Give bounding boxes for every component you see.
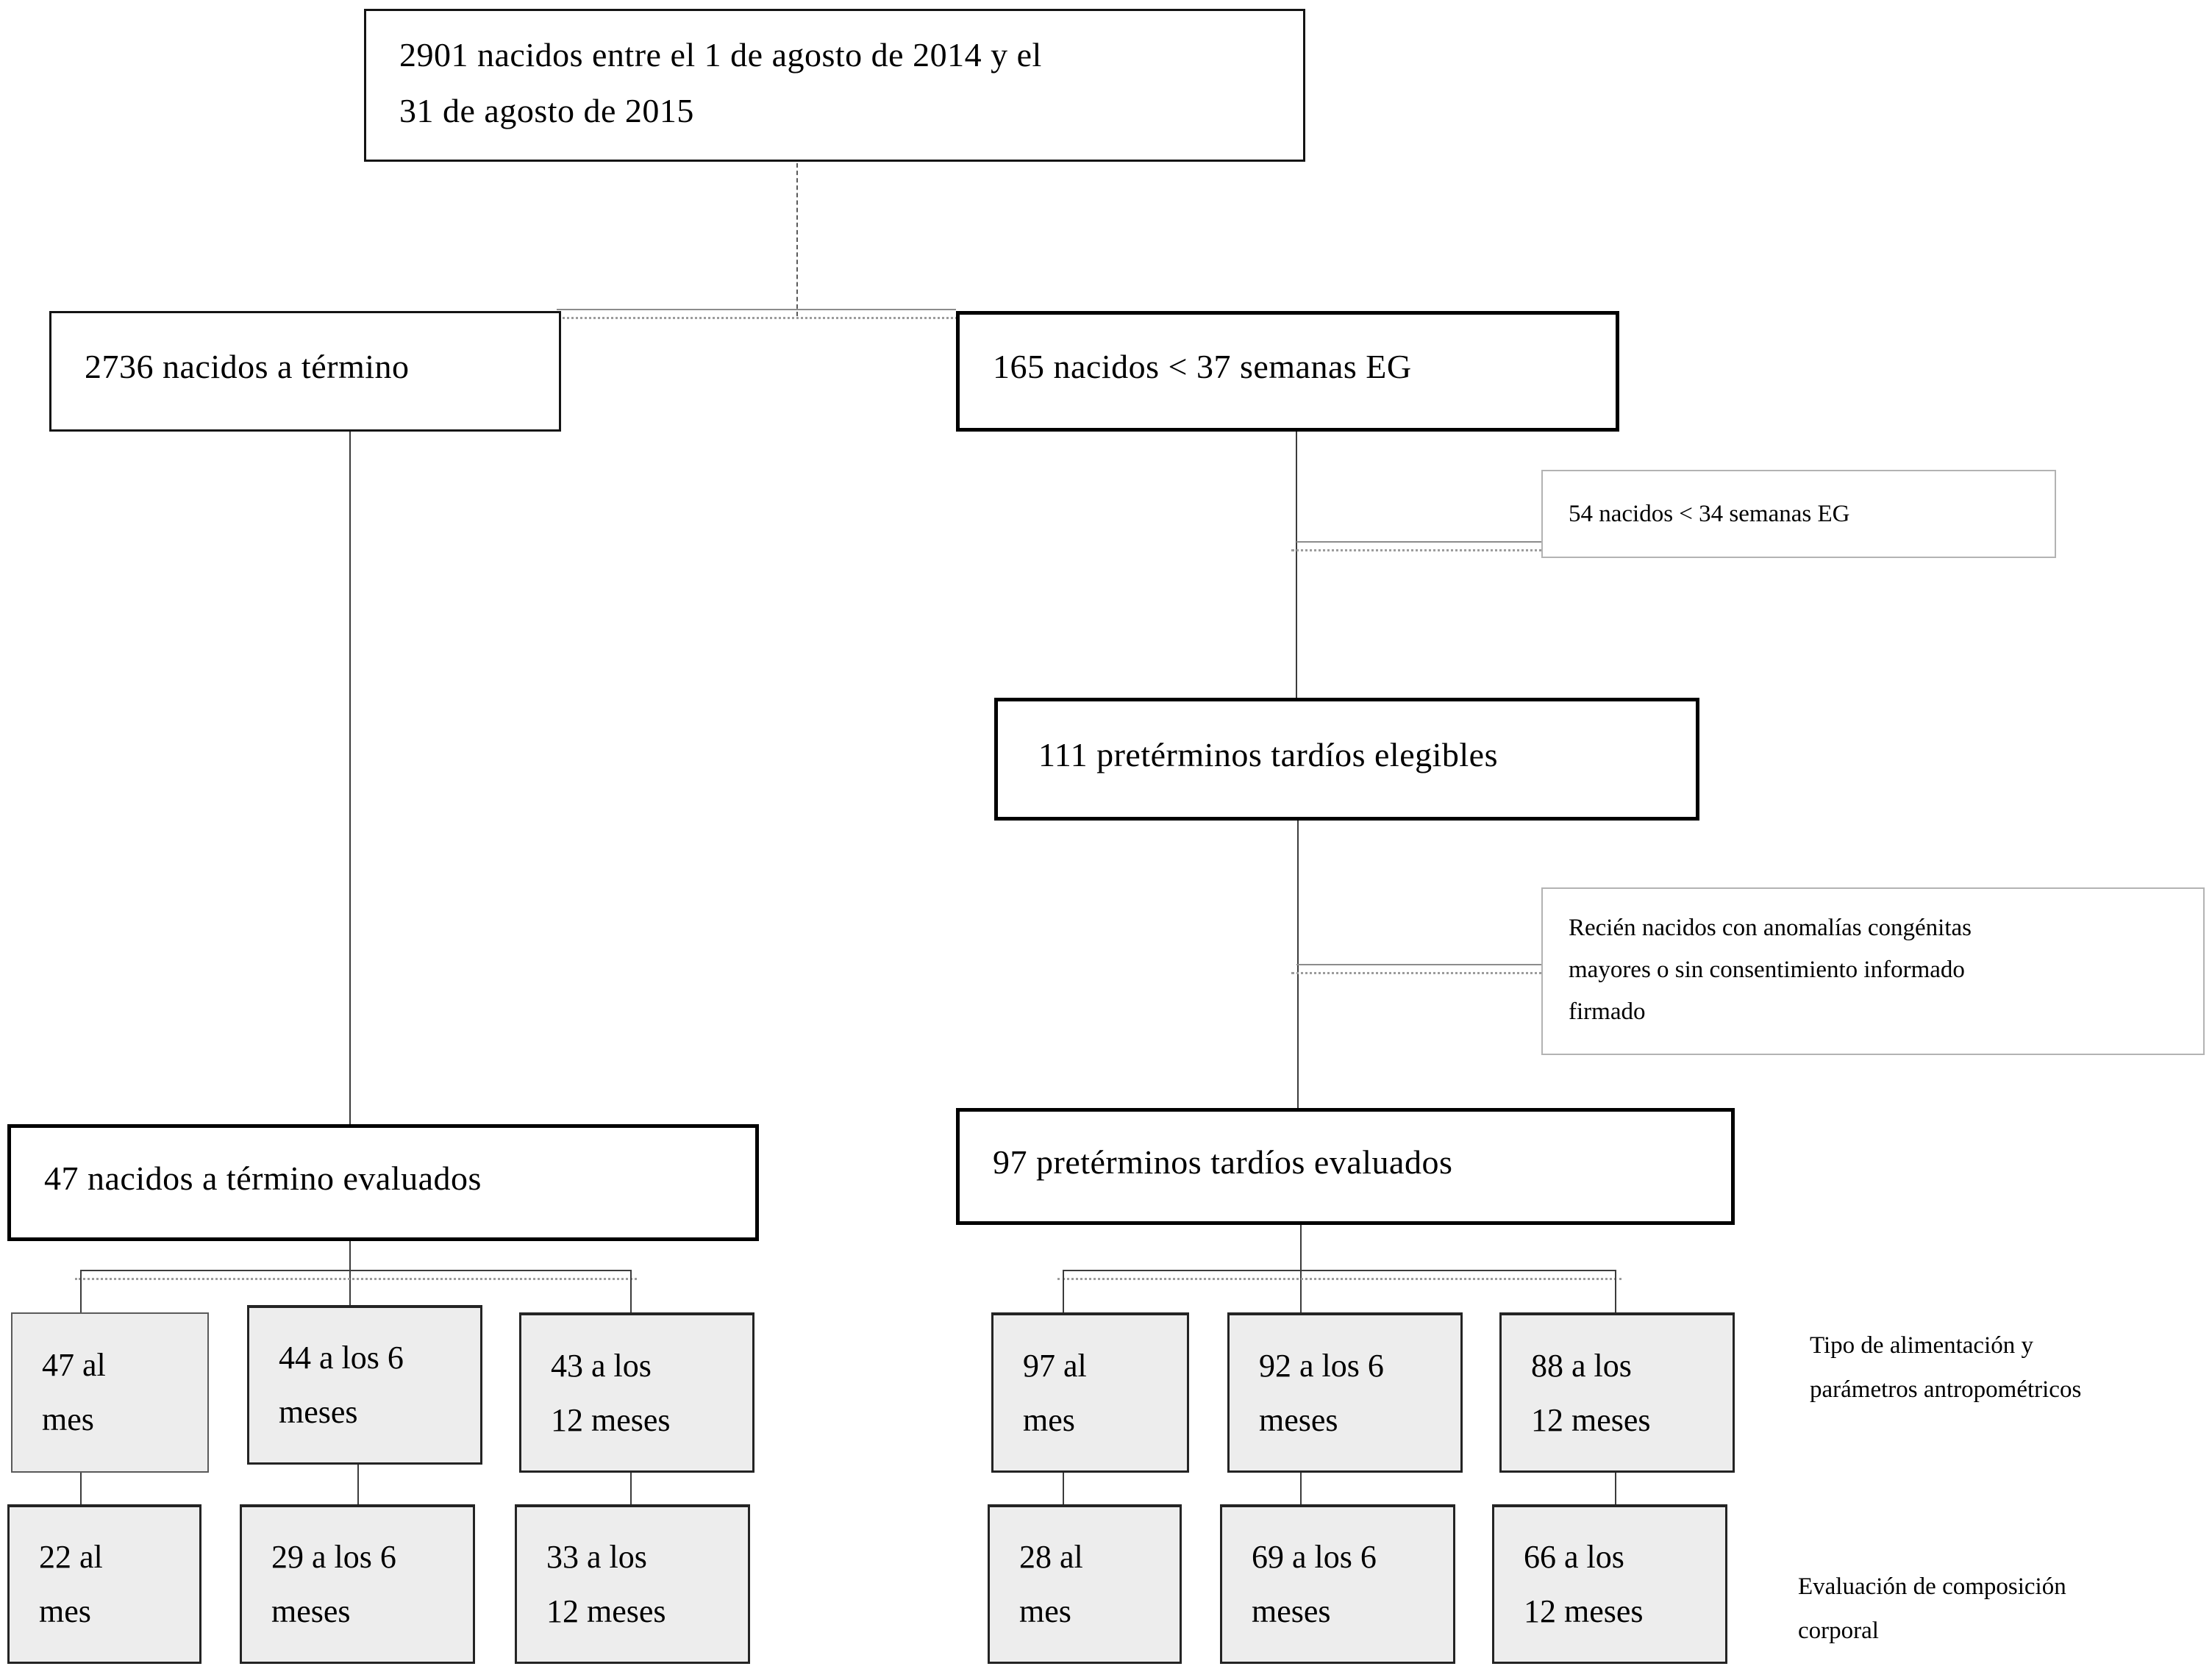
- box-preterm-bodycomp-12mo: 66 a los 12 meses: [1492, 1504, 1727, 1664]
- box-excluded-lt34: 54 nacidos < 34 semanas EG: [1541, 470, 2056, 558]
- connector-preterm-eligible-vline: [1296, 432, 1297, 698]
- connector-excluded-anomalies-hline: [1296, 964, 1543, 965]
- box-term-bodycomp-1mo-line1: 22 al: [39, 1539, 103, 1575]
- bracket-term-hline-dotted: [75, 1278, 637, 1280]
- box-term-anthro-12mo: 43 a los 12 meses: [519, 1312, 754, 1473]
- box-preterm-anthro-6mo-line1: 92 a los 6: [1259, 1347, 1384, 1384]
- box-excluded-anomalies-line1: Recién nacidos con anomalías congénitas: [1569, 915, 1972, 941]
- bracket-preterm-left-drop: [1063, 1270, 1064, 1312]
- connector-split-hline-dotted: [549, 317, 984, 319]
- box-preterm-births-label: 165 nacidos < 37 semanas EG: [993, 348, 1412, 385]
- bracket-term-center-stub: [349, 1241, 351, 1309]
- annotation-anthropometrics-line1: Tipo de alimentación y: [1810, 1332, 2033, 1359]
- box-term-evaluated: 47 nacidos a término evaluados: [7, 1124, 759, 1241]
- box-term-bodycomp-1mo-line2: mes: [39, 1593, 91, 1629]
- box-preterm-evaluated: 97 pretérminos tardíos evaluados: [956, 1108, 1735, 1225]
- box-preterm-evaluated-label: 97 pretérminos tardíos evaluados: [993, 1143, 1453, 1181]
- box-total-births-line2: 31 de agosto de 2015: [399, 92, 694, 129]
- box-preterm-bodycomp-12mo-line1: 66 a los: [1524, 1539, 1624, 1575]
- connector-excluded-lt34-hline: [1296, 541, 1543, 543]
- bracket-term-hline: [81, 1270, 631, 1271]
- bracket-preterm-right-drop: [1615, 1270, 1616, 1312]
- box-excluded-anomalies-line2: mayores o sin consentimiento informado: [1569, 957, 1965, 983]
- box-preterm-anthro-1mo-line2: mes: [1023, 1401, 1075, 1438]
- box-term-bodycomp-12mo-line2: 12 meses: [546, 1593, 666, 1629]
- bracket-preterm-hline: [1063, 1270, 1616, 1271]
- box-term-anthro-1mo-line1: 47 al: [42, 1347, 106, 1383]
- box-preterm-anthro-6mo: 92 a los 6 meses: [1227, 1312, 1463, 1473]
- box-eligible-late-preterm: 111 pretérminos tardíos elegibles: [994, 698, 1699, 821]
- connector-split-hline: [557, 309, 956, 310]
- box-term-anthro-1mo: 47 al mes: [11, 1312, 209, 1473]
- box-preterm-anthro-1mo: 97 al mes: [991, 1312, 1189, 1473]
- annotation-body-composition-line2: corporal: [1798, 1618, 1879, 1644]
- box-total-births: 2901 nacidos entre el 1 de agosto de 201…: [364, 9, 1305, 162]
- box-term-anthro-12mo-line1: 43 a los: [551, 1347, 652, 1384]
- bracket-term-left-drop: [80, 1270, 82, 1312]
- box-term-births-label: 2736 nacidos a término: [85, 348, 410, 385]
- bracket-preterm-hline-dotted: [1057, 1278, 1621, 1280]
- box-preterm-bodycomp-6mo-line2: meses: [1252, 1593, 1331, 1629]
- box-term-anthro-6mo-line2: meses: [279, 1394, 358, 1430]
- box-term-births: 2736 nacidos a término: [49, 311, 561, 432]
- box-term-anthro-6mo: 44 a los 6 meses: [247, 1305, 482, 1465]
- annotation-body-composition-line1: Evaluación de composición: [1798, 1573, 2066, 1600]
- annotation-anthropometrics: Tipo de alimentación y parámetros antrop…: [1810, 1323, 2212, 1412]
- box-preterm-bodycomp-1mo: 28 al mes: [988, 1504, 1182, 1664]
- box-preterm-anthro-12mo-line1: 88 a los: [1531, 1347, 1632, 1384]
- annotation-anthropometrics-line2: parámetros antropométricos: [1810, 1376, 2082, 1403]
- box-term-bodycomp-12mo-line1: 33 a los: [546, 1539, 647, 1575]
- box-preterm-anthro-1mo-line1: 97 al: [1023, 1347, 1087, 1384]
- box-preterm-anthro-12mo-line2: 12 meses: [1531, 1401, 1651, 1438]
- connector-term-vline: [349, 432, 351, 1124]
- box-term-anthro-12mo-line2: 12 meses: [551, 1401, 671, 1438]
- box-term-bodycomp-1mo: 22 al mes: [7, 1504, 201, 1664]
- box-excluded-anomalies-line3: firmado: [1569, 998, 1646, 1025]
- box-preterm-bodycomp-6mo: 69 a los 6 meses: [1220, 1504, 1455, 1664]
- box-preterm-births: 165 nacidos < 37 semanas EG: [956, 311, 1619, 432]
- box-term-evaluated-label: 47 nacidos a término evaluados: [44, 1159, 482, 1197]
- box-preterm-bodycomp-12mo-line2: 12 meses: [1524, 1593, 1644, 1629]
- box-preterm-anthro-12mo: 88 a los 12 meses: [1499, 1312, 1735, 1473]
- bracket-term-right-drop: [630, 1270, 632, 1312]
- stub-term-12mo: [630, 1473, 632, 1504]
- box-term-anthro-1mo-line2: mes: [42, 1401, 94, 1437]
- box-eligible-late-preterm-label: 111 pretérminos tardíos elegibles: [1038, 735, 1498, 773]
- stub-preterm-1mo: [1063, 1473, 1064, 1504]
- box-preterm-bodycomp-1mo-line1: 28 al: [1019, 1539, 1083, 1575]
- box-excluded-anomalies: Recién nacidos con anomalías congénitas …: [1541, 887, 2205, 1055]
- box-preterm-anthro-6mo-line2: meses: [1259, 1401, 1338, 1438]
- box-term-bodycomp-12mo: 33 a los 12 meses: [515, 1504, 750, 1664]
- box-preterm-bodycomp-6mo-line1: 69 a los 6: [1252, 1539, 1377, 1575]
- stub-preterm-6mo: [1300, 1473, 1302, 1504]
- stub-preterm-12mo: [1615, 1473, 1616, 1504]
- connector-excluded-lt34-hline-dotted: [1291, 549, 1574, 551]
- box-excluded-lt34-label: 54 nacidos < 34 semanas EG: [1569, 500, 1850, 527]
- connector-top-split-vline: [796, 163, 798, 316]
- box-total-births-line1: 2901 nacidos entre el 1 de agosto de 201…: [399, 36, 1042, 74]
- box-term-bodycomp-6mo: 29 a los 6 meses: [240, 1504, 475, 1664]
- box-term-bodycomp-6mo-line1: 29 a los 6: [271, 1539, 396, 1575]
- annotation-body-composition: Evaluación de composición corporal: [1798, 1565, 2210, 1653]
- box-preterm-bodycomp-1mo-line2: mes: [1019, 1593, 1071, 1629]
- connector-excluded-anomalies-hline-dotted: [1291, 972, 1574, 974]
- bracket-preterm-center-stub: [1300, 1225, 1302, 1312]
- box-term-anthro-6mo-line1: 44 a los 6: [279, 1340, 404, 1376]
- box-term-bodycomp-6mo-line2: meses: [271, 1593, 351, 1629]
- stub-term-1mo: [80, 1473, 82, 1504]
- stub-term-6mo: [357, 1465, 359, 1504]
